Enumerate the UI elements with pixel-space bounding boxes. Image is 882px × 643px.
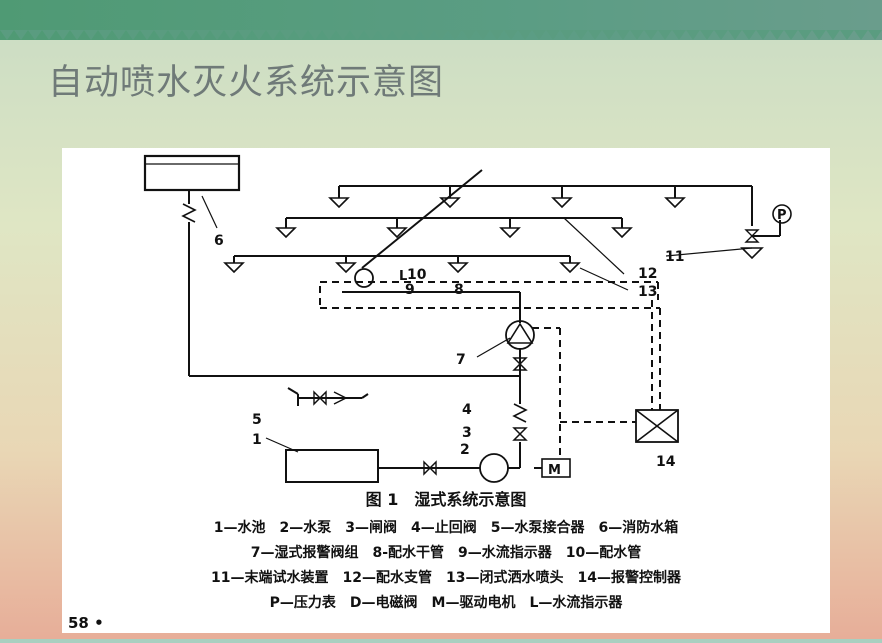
label-8: 8 [454, 282, 464, 298]
system-diagram: 6 L 10 9 8 11 12 13 P 7 5 4 3 2 1 M 14 图… [68, 154, 792, 632]
label-12: 12 [638, 266, 657, 282]
label-3: 3 [462, 425, 472, 441]
label-L: L [399, 269, 407, 284]
label-14: 14 [656, 454, 676, 470]
label-2: 2 [460, 442, 470, 458]
alarm-valve-set [505, 320, 535, 350]
label-P: P [777, 208, 787, 223]
label-7: 7 [456, 352, 466, 368]
figure-caption: 图 1 湿式系统示意图 [366, 490, 527, 509]
label-4: 4 [462, 402, 472, 418]
flow-indicator [354, 268, 374, 288]
water-pump [479, 453, 509, 483]
footer-band [0, 639, 882, 643]
label-M: M [548, 463, 561, 478]
label-10: 10 [407, 267, 427, 283]
fire-water-tank [143, 154, 241, 192]
slide-title: 自动喷水灭火系统示意图 [48, 63, 445, 103]
legend-line-3: 11—末端试水装置 12—配水支管 13—闭式洒水喷头 14—报警控制器 [211, 569, 682, 586]
alarm-controller [635, 409, 679, 443]
label-6: 6 [214, 233, 224, 249]
label-5: 5 [252, 412, 262, 428]
page-number: 58 • [68, 614, 104, 632]
tank-check-valve [181, 203, 197, 223]
zigzag-border [0, 30, 882, 44]
legend-line-2: 7—湿式报警阀组 8-配水干管 9—水流指示器 10—配水管 [251, 544, 642, 561]
label-1: 1 [252, 432, 262, 448]
legend-line-4: P—压力表 D—电磁阀 M—驱动电机 L—水流指示器 [270, 594, 624, 611]
label-13: 13 [638, 284, 657, 300]
water-pool [285, 449, 379, 483]
label-9: 9 [405, 282, 415, 298]
legend-line-1: 1—水池 2—水泵 3—闸阀 4—止回阀 5—水泵接合器 6—消防水箱 [214, 519, 678, 536]
label-11: 11 [665, 249, 684, 265]
figure-panel: 6 L 10 9 8 11 12 13 P 7 5 4 3 2 1 M 14 图… [62, 148, 830, 633]
feed-pipe [361, 169, 483, 269]
